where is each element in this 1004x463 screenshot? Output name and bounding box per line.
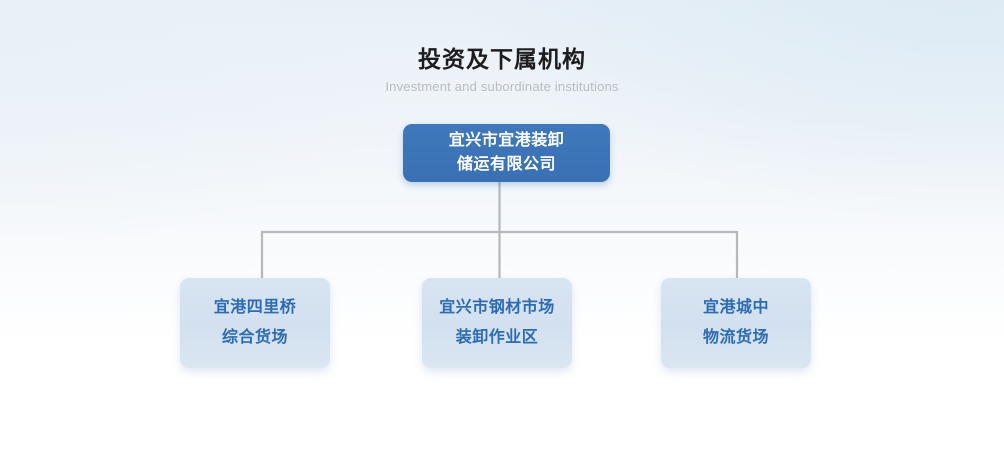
org-node-root-line-1: 宜兴市宜港装卸 bbox=[448, 132, 565, 149]
org-node-child-2-line-2: 物流货场 bbox=[702, 329, 769, 346]
page-title: 投资及下属机构 bbox=[418, 46, 586, 72]
org-node-child-0[interactable]: 宜港四里桥 综合货场 bbox=[180, 278, 330, 368]
org-node-root-line-2: 储运有限公司 bbox=[456, 156, 556, 173]
org-node-child-0-line-2: 综合货场 bbox=[221, 329, 288, 346]
org-node-child-2[interactable]: 宜港城中 物流货场 bbox=[661, 278, 811, 368]
org-node-root[interactable]: 宜兴市宜港装卸 储运有限公司 bbox=[403, 124, 610, 182]
page-subtitle: Investment and subordinate institutions bbox=[385, 79, 619, 94]
org-node-child-0-line-1: 宜港四里桥 bbox=[213, 299, 297, 316]
org-node-child-1[interactable]: 宜兴市钢材市场 装卸作业区 bbox=[422, 278, 572, 368]
org-node-child-1-line-2: 装卸作业区 bbox=[455, 329, 539, 346]
org-node-child-1-line-1: 宜兴市钢材市场 bbox=[439, 299, 555, 316]
chart-header: 投资及下属机构 Investment and subordinate insti… bbox=[0, 44, 1004, 97]
org-node-child-2-line-1: 宜港城中 bbox=[702, 299, 769, 316]
